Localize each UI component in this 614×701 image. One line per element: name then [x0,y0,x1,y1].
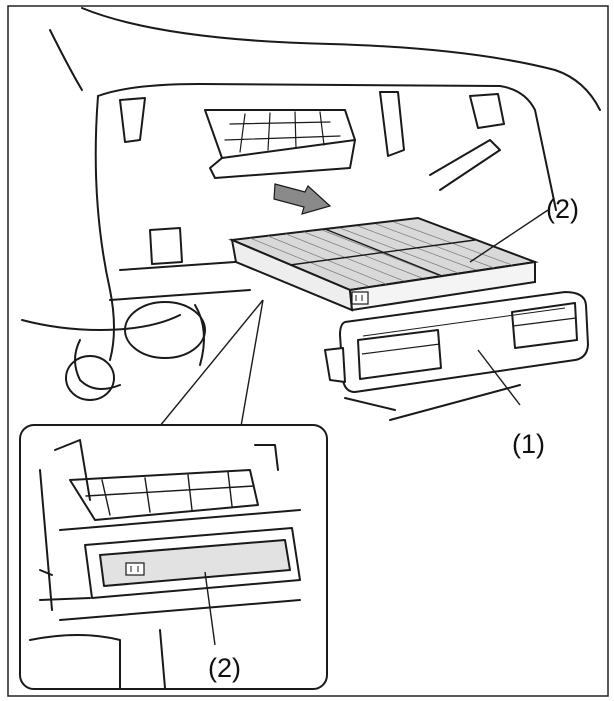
leader-filter-inset [204,571,216,646]
dashboard-linework [21,7,601,421]
leader-filter-main [469,209,549,263]
inset-up-mark-icon [125,562,145,576]
up-mark-glyph [355,295,363,301]
zoom-line-left [154,299,264,433]
lower-rail-2 [109,289,251,301]
right-bracket [469,93,505,129]
knob-base [74,339,121,390]
center-bracket [379,91,405,157]
left-box [149,227,183,265]
inset-grid-cols [101,471,233,516]
cover-window-left [357,329,442,380]
outer-frame [7,5,609,697]
callout-filter-main: (2) [546,194,579,224]
round-housing [124,301,206,359]
inset-left-edge [39,469,53,611]
inset-detail [19,424,328,690]
housing-curve [194,304,205,366]
cover-window-left-bar [361,343,441,355]
leader-cover [477,349,521,406]
callout-cover: (1) [512,429,545,459]
direction-arrow-icon [273,183,332,215]
inset-left-post [54,439,91,501]
opening-left [94,95,115,361]
cover-tab [324,347,346,383]
inset-up-mark-glyph [130,566,139,572]
knob [65,355,115,401]
inset-lower-post [159,629,166,689]
inset-upper-housing [69,469,259,521]
opening-top [97,83,557,211]
callout-filter-inset: (2) [208,653,241,683]
inset-lower-curve [29,634,121,689]
inset-bottom-tab [39,597,91,601]
cover-tail-line [344,397,396,411]
upper-grid-cols [239,111,325,153]
cover-body [339,291,589,393]
filter-element-main [228,216,539,312]
cover-rim [362,307,566,337]
lower-dash-curve [21,314,181,331]
filter-cover [324,291,589,393]
inset-filter-face [99,539,291,587]
dash-top-curve [81,7,601,111]
zoom-line-right [239,299,264,433]
inset-linework [29,439,301,689]
diagonal-strut [429,139,501,191]
cover-window-right-bar [512,317,577,327]
upper-housing [204,109,356,159]
lower-rail [119,261,236,271]
inset-clip [39,569,53,576]
cover-window-right [511,302,578,349]
up-mark-icon [351,291,369,305]
dash-left-curve [49,29,83,91]
inset-grid-row [85,485,255,497]
cover-pointer-line [389,384,521,421]
inset-right-tab [254,444,279,471]
upper-housing-lip [209,139,356,179]
filter-divider-b [289,239,476,266]
inset-lower-rail [59,599,301,621]
inset-mid-rail [59,509,301,531]
filter-side-face [348,260,536,312]
leader-lines [154,209,549,433]
left-bracket [119,97,146,143]
upper-grid-rows [224,121,341,141]
